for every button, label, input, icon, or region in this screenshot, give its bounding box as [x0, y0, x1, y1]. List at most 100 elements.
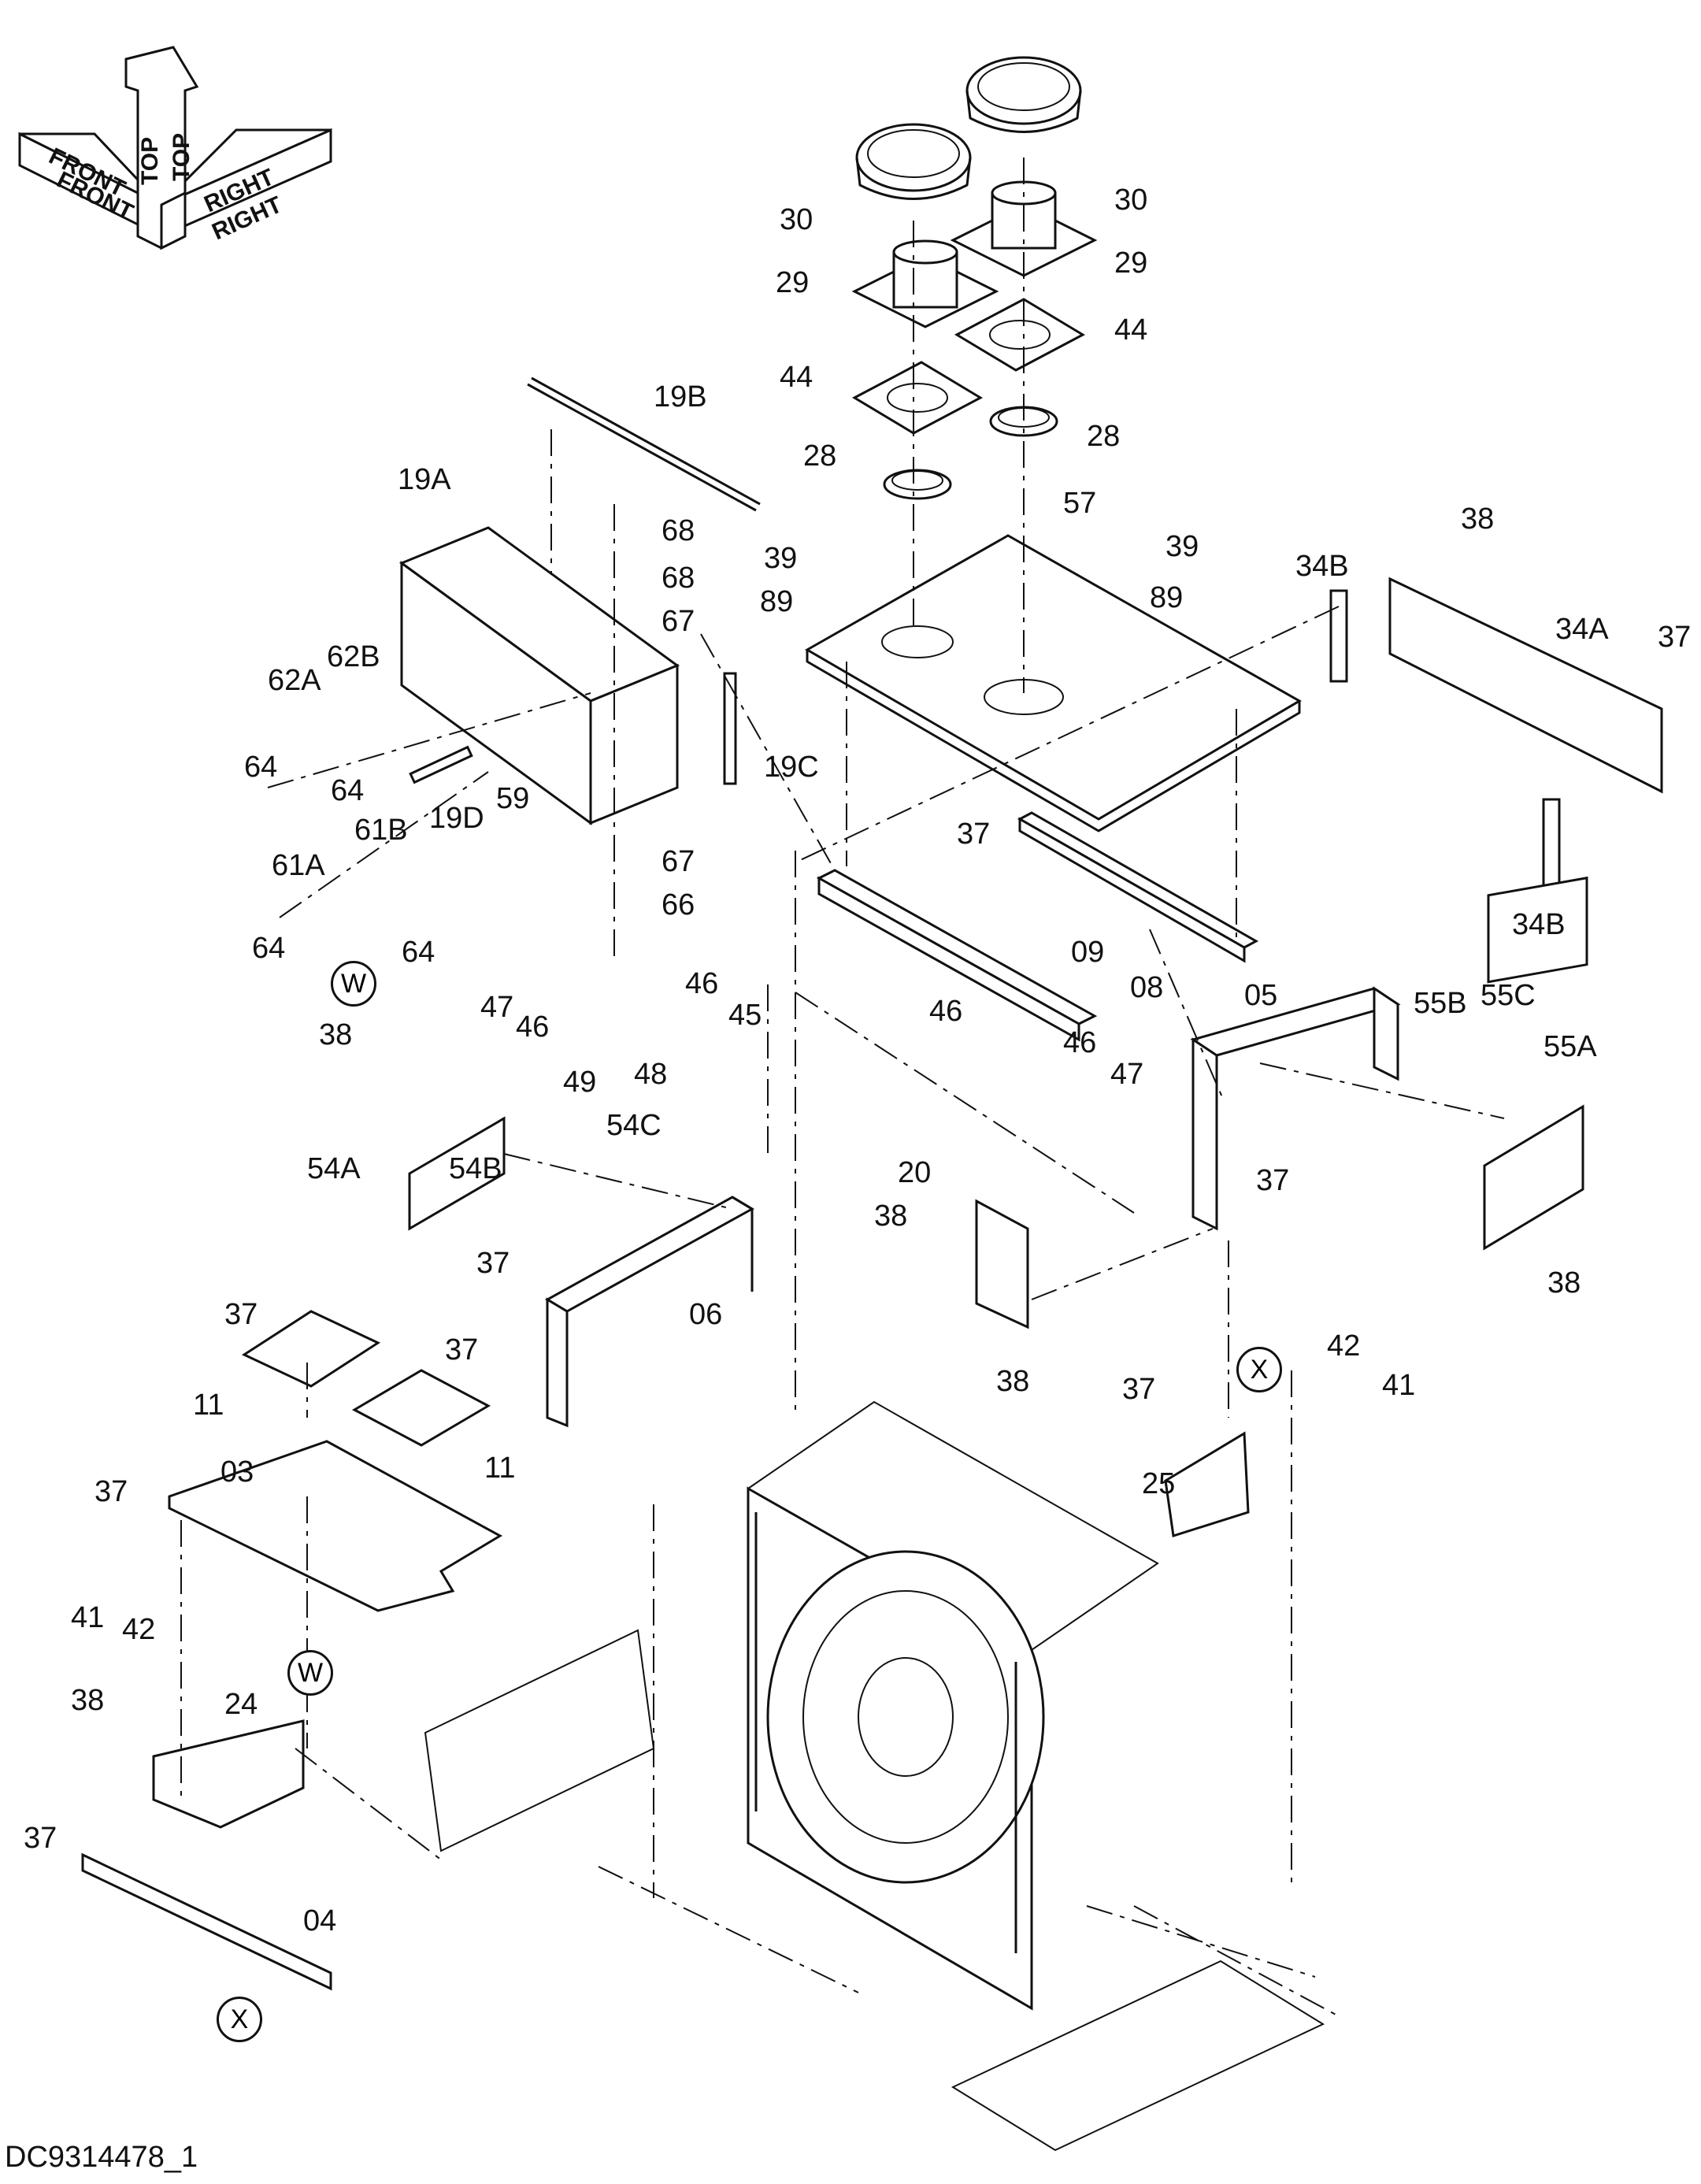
callout-03: 03: [220, 1455, 254, 1489]
callout-38-plate20: 38: [996, 1365, 1030, 1398]
callout-54b: 54B: [449, 1152, 502, 1185]
callout-46-a: 46: [516, 1010, 550, 1044]
callout-19c: 19C: [764, 751, 819, 784]
callout-89-left: 89: [760, 585, 794, 618]
callout-46-d: 46: [1063, 1026, 1097, 1059]
callout-04: 04: [303, 1904, 337, 1937]
callout-49: 49: [563, 1066, 597, 1099]
callout-37-plate11b: 37: [445, 1333, 479, 1366]
callout-61a: 61A: [272, 849, 325, 882]
reference-mark-x-lower: X: [217, 1997, 262, 2042]
callout-61b: 61B: [354, 814, 408, 847]
frame-05-icon: [1190, 876, 1588, 1231]
callout-59: 59: [496, 782, 530, 815]
callout-20: 20: [898, 1156, 932, 1189]
callout-38-left: 38: [319, 1018, 353, 1051]
callout-48: 48: [634, 1058, 668, 1091]
callout-46-c: 46: [929, 995, 963, 1028]
callout-08: 08: [1130, 971, 1164, 1004]
callout-29-right: 29: [1114, 247, 1148, 280]
callout-67-a: 67: [662, 605, 695, 638]
callout-54c: 54C: [606, 1109, 662, 1142]
gaskets-icon: [851, 298, 1086, 500]
callout-37-base: 37: [94, 1475, 128, 1508]
callout-39-left: 39: [764, 542, 798, 575]
callout-38-right: 38: [1547, 1266, 1581, 1300]
callout-29-left: 29: [776, 266, 810, 299]
side-panel-34a-icon: [1329, 577, 1663, 892]
callout-30-right: 30: [1114, 184, 1148, 217]
callout-64-c: 64: [252, 932, 286, 965]
callout-62a: 62A: [268, 664, 321, 697]
callout-57: 57: [1063, 487, 1097, 520]
callout-68-a: 68: [662, 514, 695, 547]
callout-38-top: 38: [1461, 502, 1495, 536]
callout-37-frame06: 37: [476, 1247, 510, 1280]
callout-37-bracket25: 37: [1122, 1373, 1156, 1406]
callout-55a: 55A: [1544, 1030, 1597, 1063]
callout-64-a: 64: [244, 751, 278, 784]
callout-39-right: 39: [1166, 530, 1199, 563]
callout-34b-bottom: 34B: [1512, 908, 1566, 941]
callout-42-left: 42: [122, 1613, 156, 1646]
callout-89-right: 89: [1150, 581, 1184, 614]
callout-11-a: 11: [193, 1389, 224, 1422]
callout-37-bar04: 37: [24, 1822, 57, 1855]
callout-46-b: 46: [685, 967, 719, 1000]
callout-09: 09: [1071, 936, 1105, 969]
reference-mark-w-upper: W: [331, 961, 376, 1007]
callout-42-right: 42: [1327, 1329, 1361, 1363]
callout-68-b: 68: [662, 562, 695, 595]
callout-64-d: 64: [402, 936, 435, 969]
callout-66: 66: [662, 888, 695, 921]
callout-55b: 55B: [1414, 987, 1467, 1020]
drawing-number: DC9314478_1: [5, 2141, 198, 2174]
orientation-indicator-icon: FRONT FRONT TOP TOP RIGHT RIGHT: [18, 46, 332, 250]
brackets-08-09-icon: [816, 811, 1259, 1042]
callout-55c: 55C: [1480, 979, 1536, 1012]
callout-47-a: 47: [480, 991, 514, 1024]
callout-06: 06: [689, 1298, 723, 1331]
callout-37-plate11a: 37: [224, 1298, 258, 1331]
floor-plates-icon: [168, 1310, 503, 1612]
callout-19d: 19D: [429, 802, 484, 835]
callout-44-right: 44: [1114, 313, 1148, 347]
reference-mark-x-upper: X: [1236, 1347, 1282, 1392]
callout-45: 45: [728, 999, 762, 1032]
callout-37-frame05: 37: [1256, 1164, 1290, 1197]
top-label: TOP: [137, 137, 163, 185]
callout-30-left: 30: [780, 203, 813, 236]
callout-34a: 34A: [1555, 613, 1609, 646]
callout-44-left: 44: [780, 361, 813, 394]
frame-06-icon: [544, 1196, 755, 1428]
precleaner-cap-left-icon: [855, 123, 972, 200]
callout-28-right: 28: [1087, 420, 1121, 453]
callout-37-right: 37: [1658, 621, 1692, 654]
callout-41-left: 41: [71, 1601, 105, 1634]
callout-19b: 19B: [654, 380, 707, 413]
precleaner-cap-right-icon: [965, 56, 1082, 133]
bracket-24-bar-04-icon: [81, 1719, 332, 1991]
radiator-fan-assembly-icon: [747, 1400, 1159, 2011]
callout-37-mid: 37: [957, 818, 991, 851]
plates-icon: [408, 1104, 1584, 1537]
exhaust-stack-left-icon: [851, 239, 999, 328]
callout-05: 05: [1244, 979, 1278, 1012]
callout-38-mid: 38: [874, 1200, 908, 1233]
callout-34b-top: 34B: [1295, 550, 1349, 583]
callout-67-b: 67: [662, 845, 695, 878]
top-label-shadow: TOP: [169, 133, 195, 181]
callout-28-left: 28: [803, 439, 837, 473]
callout-54a: 54A: [307, 1152, 361, 1185]
callout-25: 25: [1142, 1467, 1176, 1500]
side-cover-box-icon: [398, 376, 761, 825]
assembly-lines: [180, 158, 1505, 1898]
callout-41-right: 41: [1382, 1369, 1416, 1402]
callout-62b: 62B: [327, 640, 380, 673]
callout-11-b: 11: [484, 1452, 516, 1485]
reference-mark-w-lower: W: [287, 1650, 333, 1696]
callout-64-b: 64: [331, 774, 365, 807]
callout-38-bottom: 38: [71, 1684, 105, 1717]
callout-47-b: 47: [1110, 1058, 1144, 1091]
